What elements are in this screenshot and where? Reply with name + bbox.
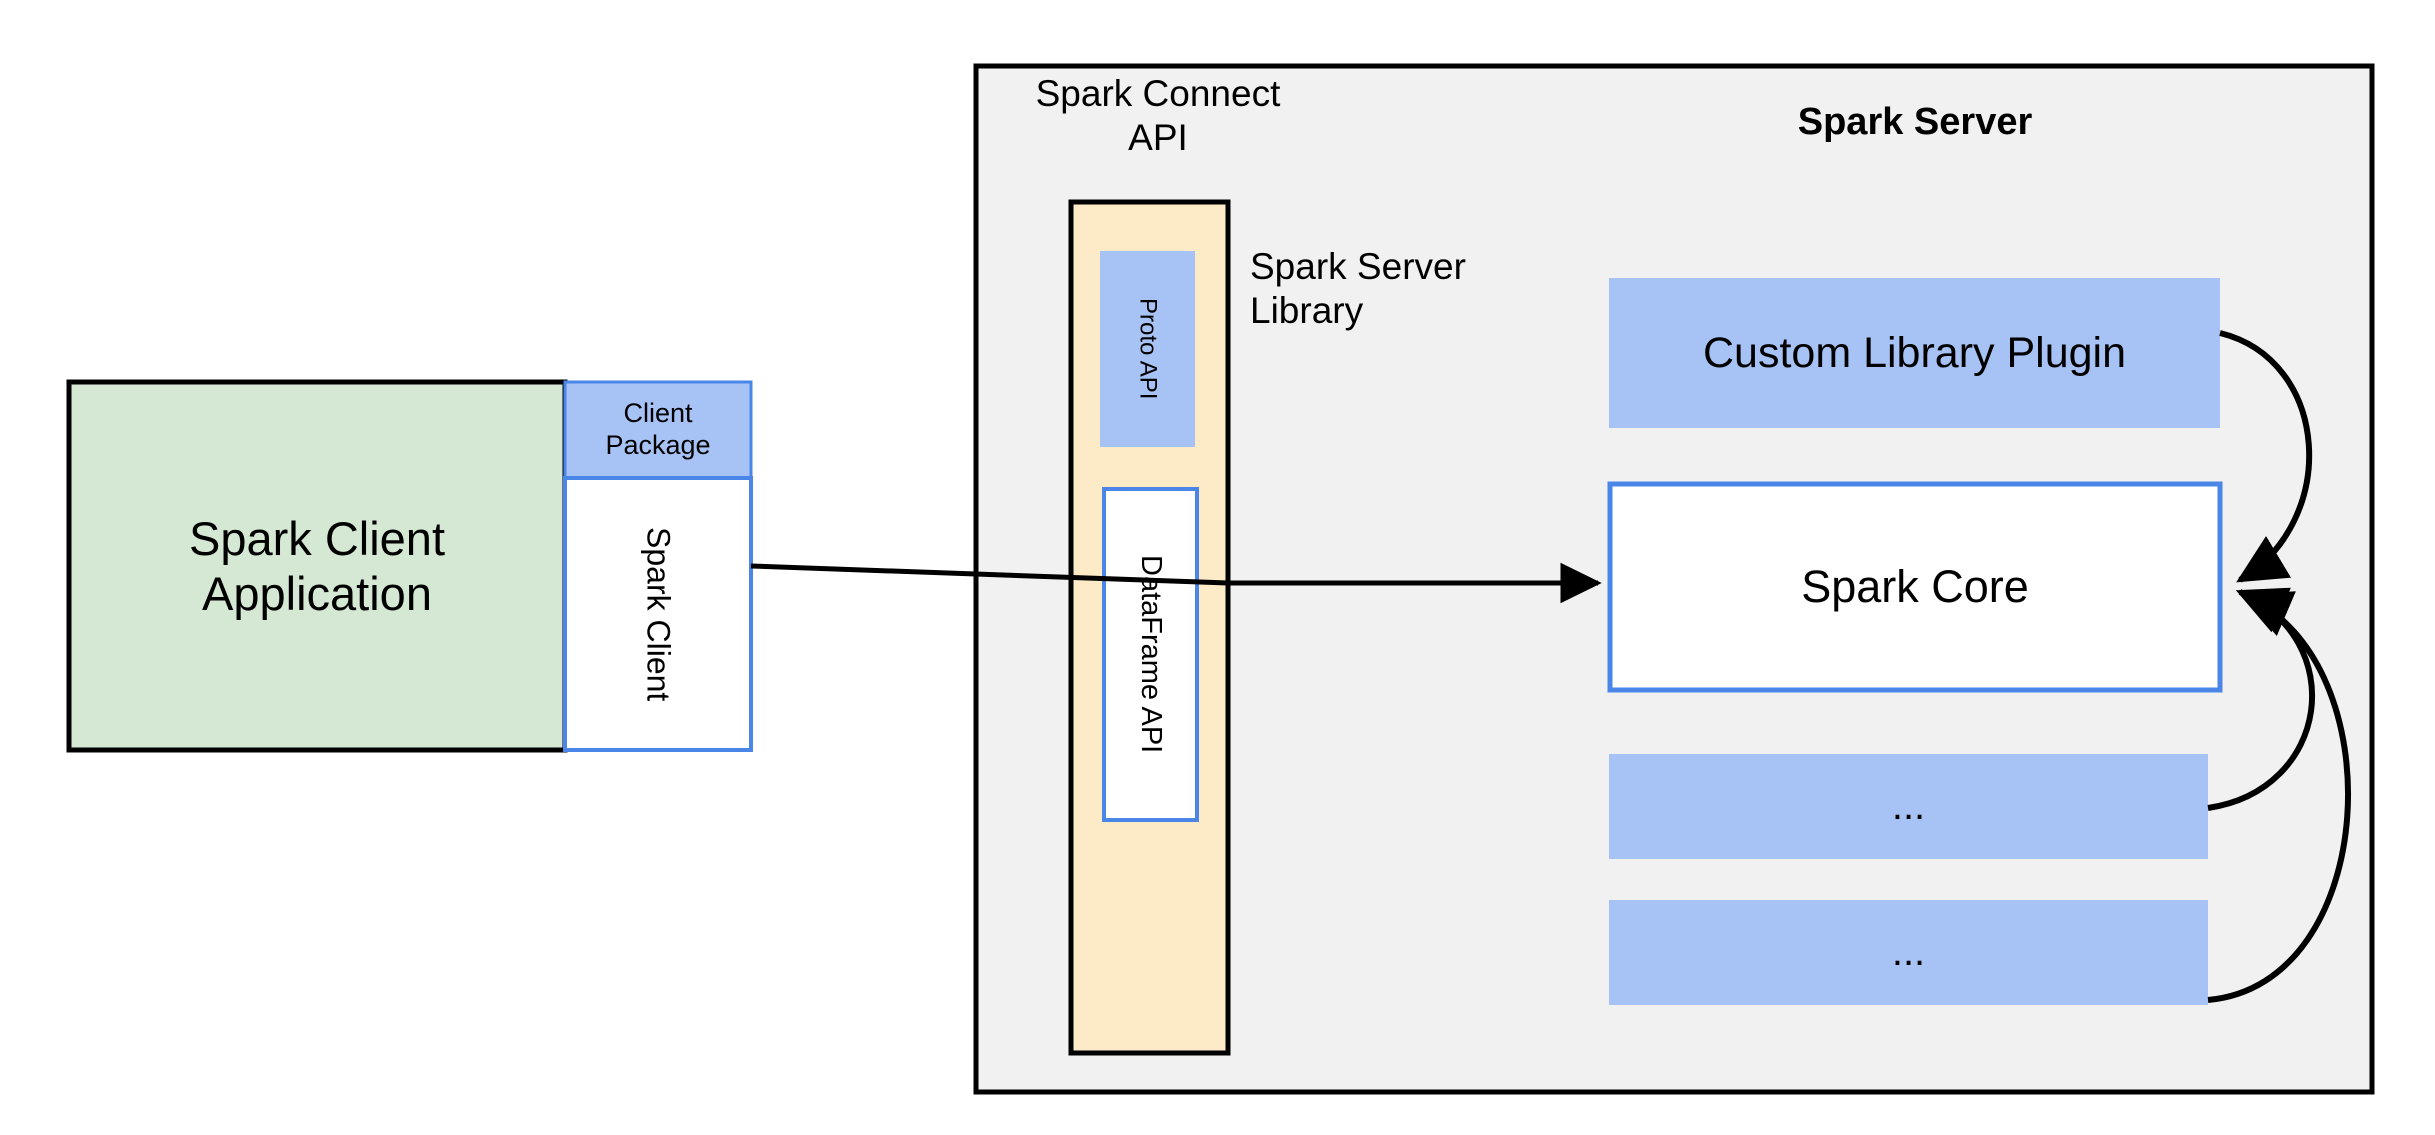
spark-server-library-label: Spark Server Library	[1250, 246, 1466, 332]
ellipsis-box-2	[1609, 900, 2208, 1005]
spark-core-box	[1607, 481, 2223, 693]
spark-client-box	[563, 476, 753, 752]
arrow-plugin-to-core	[2219, 330, 2313, 583]
dataframe-api-box	[1102, 487, 1199, 822]
proto-api-box	[1100, 251, 1195, 447]
ellipsis-box-1	[1609, 754, 2208, 859]
proto-api-label: Proto API	[1134, 298, 1162, 400]
spark-connect-api-label: Spark Connect API	[1035, 73, 1281, 159]
spark-client-label: Spark Client	[640, 526, 677, 702]
arrow-ellipsis2-to-core	[2207, 591, 2352, 1003]
dataframe-api-label: DataFrame API	[1135, 555, 1167, 754]
custom-library-plugin-box	[1609, 278, 2220, 428]
arrow-ellipsis1-to-core	[2207, 587, 2316, 811]
spark-server-title: Spark Server	[1797, 101, 2033, 143]
arrow-client-to-core	[750, 562, 1602, 604]
spark-client-application-box	[66, 379, 568, 753]
